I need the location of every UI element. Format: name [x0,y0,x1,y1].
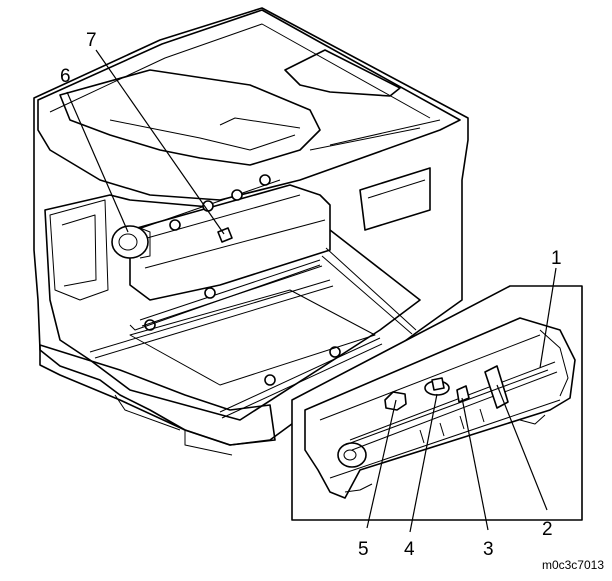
leader-line-6 [66,91,129,233]
callout-1: 1 [551,248,562,269]
callout-5: 5 [358,539,369,560]
callout-3: 3 [483,539,494,560]
detail-inset [291,247,583,521]
leader-line-4 [409,393,438,533]
leader-lines [66,49,557,533]
callout-2: 2 [542,519,553,540]
callout-7: 7 [86,30,97,51]
leader-line-3 [461,397,489,531]
callout-6: 6 [60,66,71,87]
callout-4: 4 [404,539,415,560]
leader-line-5 [366,399,397,529]
leader-line-2 [496,384,548,511]
callout-labels: 1 2 3 4 5 6 7 [60,30,562,560]
thermistor-part [456,385,470,403]
drive-gear [111,225,151,259]
sensor-part [217,227,233,243]
leader-line-1 [539,267,557,369]
fuser-unit-installed [129,174,331,331]
figure-code: m0c3c7013 [542,558,604,572]
leader-line-7 [95,49,225,235]
